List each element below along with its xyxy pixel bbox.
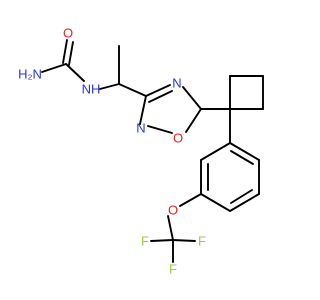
bond-o-cf3	[167, 215, 174, 241]
bond-ar-4	[200, 193, 231, 212]
atom-f-right: F	[198, 234, 206, 249]
bond-nh-ch	[99, 83, 120, 90]
bond-c-nh	[65, 63, 85, 82]
atom-f-bottom: F	[169, 262, 177, 277]
atom-n-ring-left: N	[136, 121, 145, 136]
atom-nh: NH	[82, 82, 101, 97]
atom-nh2: H₂N	[18, 67, 42, 82]
bond-c3-n4-b	[148, 90, 173, 103]
bond-c-nh2	[41, 63, 67, 73]
bond-c-o-double-b	[68, 41, 74, 66]
bond-ar-6	[200, 142, 231, 161]
bond-n4-c5	[182, 86, 202, 110]
bond-ar-inner-1	[230, 150, 254, 165]
bond-ar-3	[229, 193, 260, 212]
atom-o-ether: O	[168, 203, 178, 218]
bond-n2-c3	[139, 95, 147, 125]
molecule-structure: O H₂N NH N N O O F F F	[18, 26, 264, 277]
bond-c-f-right	[172, 239, 196, 242]
bond-c3-n4-a	[145, 84, 171, 97]
bond-ch-ring	[118, 83, 147, 97]
bond-c-f-left	[150, 239, 174, 242]
bond-ar-o	[179, 193, 202, 207]
atom-f-left: F	[141, 234, 149, 249]
bond-c-o-double-a	[62, 39, 68, 64]
atom-o-carbonyl: O	[63, 26, 73, 41]
bond-ar-inner-2	[230, 189, 253, 204]
bonds	[41, 39, 264, 263]
atom-labels: O H₂N NH N N O O F F F	[18, 26, 206, 277]
atom-o-ring: O	[173, 131, 183, 146]
atom-n-ring-top: N	[172, 76, 181, 91]
bond-ar-1	[229, 142, 260, 161]
bond-c5-o1	[185, 108, 202, 133]
bond-o1-n2	[147, 125, 173, 134]
